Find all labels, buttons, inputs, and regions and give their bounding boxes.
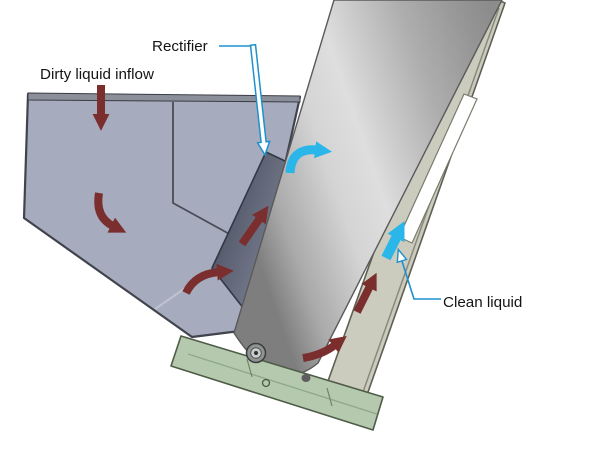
bolt xyxy=(245,342,267,364)
leader-arrow-rectifier xyxy=(249,43,271,157)
label-clean-liquid: Clean liquid xyxy=(443,294,522,311)
clean-flow-arrow-rectifier-top xyxy=(285,141,333,174)
clean-liquid-slot xyxy=(398,93,478,244)
base-plate xyxy=(170,335,384,431)
dirty-flow-arrow-channel xyxy=(353,272,377,314)
dirty-flow-arrow-tank-curve xyxy=(94,192,127,233)
label-dirty-liquid-inflow: Dirty liquid inflow xyxy=(40,66,154,83)
dirty-flow-arrow-bottom-right-curve xyxy=(302,335,347,362)
base-plate-seam xyxy=(187,353,378,415)
cylinder-foot-detail xyxy=(301,374,311,382)
dirty-flow-arrow-rectifier xyxy=(238,205,269,247)
base-plate-segment-lines xyxy=(246,358,333,407)
label-rectifier: Rectifier xyxy=(152,38,208,55)
tank-rim xyxy=(27,92,301,103)
dirty-flow-arrow-bottom-left-curve xyxy=(182,263,234,295)
tank-inner-edge xyxy=(172,102,234,237)
clean-flow-arrow-slot xyxy=(381,220,405,261)
leader-line-clean-liquid xyxy=(396,247,441,300)
small-hole xyxy=(261,378,271,388)
